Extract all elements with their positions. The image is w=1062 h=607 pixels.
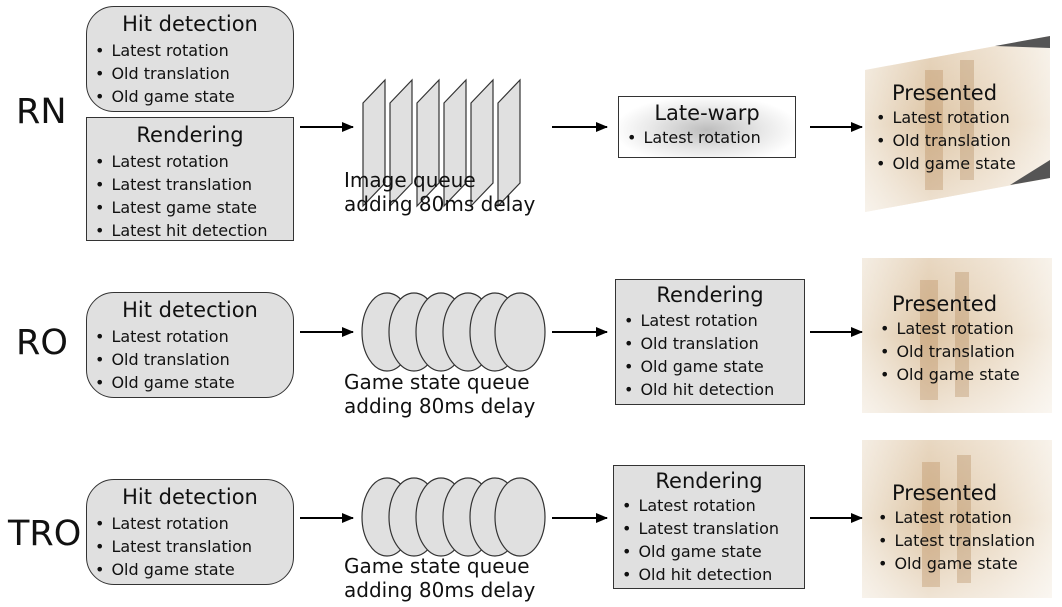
queue-caption-line2: adding 80ms delay	[344, 578, 536, 602]
queue-caption-line1: Image queue	[344, 168, 476, 192]
list-item: Old game state	[95, 85, 293, 108]
presented-title: Presented	[892, 292, 998, 316]
list-item: Latest rotation	[624, 309, 804, 332]
list-item: Old game state	[624, 355, 804, 378]
ro-hit-detection-box: Hit detection Latest rotation Old transl…	[86, 292, 294, 398]
list-item: Latest game state	[95, 196, 293, 219]
list-item: Old game state	[880, 363, 1060, 386]
list-item: Old game state	[95, 371, 293, 394]
rn-hit-detection-box: Hit detection Latest rotation Old transl…	[86, 6, 294, 112]
list-item: Latest rotation	[880, 317, 1060, 340]
list-item: Latest translation	[95, 173, 293, 196]
ro-queue-caption: Game state queue adding 80ms delay	[344, 370, 535, 418]
image-frame-icon	[443, 78, 467, 208]
presented-list: Latest rotation Latest translation Old g…	[878, 506, 1060, 575]
box-list: Latest rotation Old translation Old game…	[616, 309, 804, 401]
ro-state-queue	[361, 292, 546, 372]
list-item: Old game state	[876, 152, 1056, 175]
queue-caption-line2: adding 80ms delay	[344, 394, 536, 418]
box-title: Late-warp	[654, 101, 760, 125]
box-list: Latest rotation Latest translation Lates…	[87, 150, 293, 242]
list-item: Latest translation	[95, 535, 293, 558]
presented-title: Presented	[892, 481, 998, 505]
queue-caption-line1: Game state queue	[344, 370, 530, 394]
queue-caption-line1: Game state queue	[344, 554, 530, 578]
tro-presented-block: Presented Latest rotation Latest transla…	[878, 482, 1060, 575]
tro-state-queue	[361, 477, 546, 557]
ro-presented-block: Presented Latest rotation Old translatio…	[880, 293, 1060, 386]
box-list: Latest rotation Latest translation Old g…	[87, 512, 293, 581]
box-list: Latest rotation Old translation Old game…	[87, 39, 293, 108]
box-title: Rendering	[136, 123, 244, 147]
image-frame-icon	[362, 78, 386, 208]
list-item: Latest rotation	[95, 325, 293, 348]
presented-list: Latest rotation Old translation Old game…	[876, 106, 1056, 175]
box-title: Rendering	[655, 469, 763, 493]
presented-list: Latest rotation Old translation Old game…	[880, 317, 1060, 386]
list-item: Old hit detection	[622, 563, 804, 586]
box-list: Latest rotation Latest translation Old g…	[614, 494, 804, 586]
tro-queue-caption: Game state queue adding 80ms delay	[344, 554, 535, 602]
list-item: Old hit detection	[624, 378, 804, 401]
rn-rendering-box: Rendering Latest rotation Latest transla…	[86, 117, 294, 241]
list-item: Old translation	[876, 129, 1056, 152]
row-label-tro: TRO	[8, 514, 82, 554]
flow-arrows	[300, 122, 863, 523]
row-label-ro: RO	[16, 323, 68, 363]
list-item: Old translation	[95, 62, 293, 85]
image-frame-icon	[470, 78, 494, 208]
game-state-icon	[494, 477, 546, 557]
rn-presented-block: Presented Latest rotation Old translatio…	[876, 82, 1056, 175]
list-item: Latest rotation	[876, 106, 1056, 129]
list-item: Latest translation	[622, 517, 804, 540]
game-state-icon	[494, 292, 546, 372]
box-title: Hit detection	[122, 485, 258, 509]
tro-rendering-box: Rendering Latest rotation Latest transla…	[613, 465, 805, 589]
box-list: Latest rotation	[619, 126, 795, 149]
list-item: Latest hit detection	[95, 219, 293, 242]
list-item: Old translation	[624, 332, 804, 355]
box-list: Latest rotation Old translation Old game…	[87, 325, 293, 394]
list-item: Latest rotation	[878, 506, 1060, 529]
list-item: Old game state	[878, 552, 1060, 575]
rn-late-warp-box: Late-warp Latest rotation	[618, 96, 796, 158]
image-frame-icon	[497, 78, 521, 208]
image-frame-icon	[389, 78, 413, 208]
list-item: Latest rotation	[622, 494, 804, 517]
image-frame-icon	[416, 78, 440, 208]
list-item: Latest rotation	[95, 512, 293, 535]
list-item: Latest translation	[878, 529, 1060, 552]
list-item: Old game state	[95, 558, 293, 581]
queue-caption-line2: adding 80ms delay	[344, 192, 536, 216]
tro-hit-detection-box: Hit detection Latest rotation Latest tra…	[86, 479, 294, 585]
list-item: Old translation	[95, 348, 293, 371]
list-item: Latest rotation	[95, 39, 293, 62]
list-item: Old game state	[622, 540, 804, 563]
box-title: Hit detection	[122, 298, 258, 322]
list-item: Latest rotation	[627, 126, 795, 149]
list-item: Latest rotation	[95, 150, 293, 173]
ro-rendering-box: Rendering Latest rotation Old translatio…	[615, 279, 805, 405]
box-title: Rendering	[656, 283, 764, 307]
row-label-rn: RN	[16, 92, 67, 132]
box-title: Hit detection	[122, 12, 258, 36]
list-item: Old translation	[880, 340, 1060, 363]
rn-image-queue	[362, 78, 521, 208]
rn-queue-caption: Image queue adding 80ms delay	[344, 168, 535, 216]
presented-title: Presented	[892, 81, 998, 105]
